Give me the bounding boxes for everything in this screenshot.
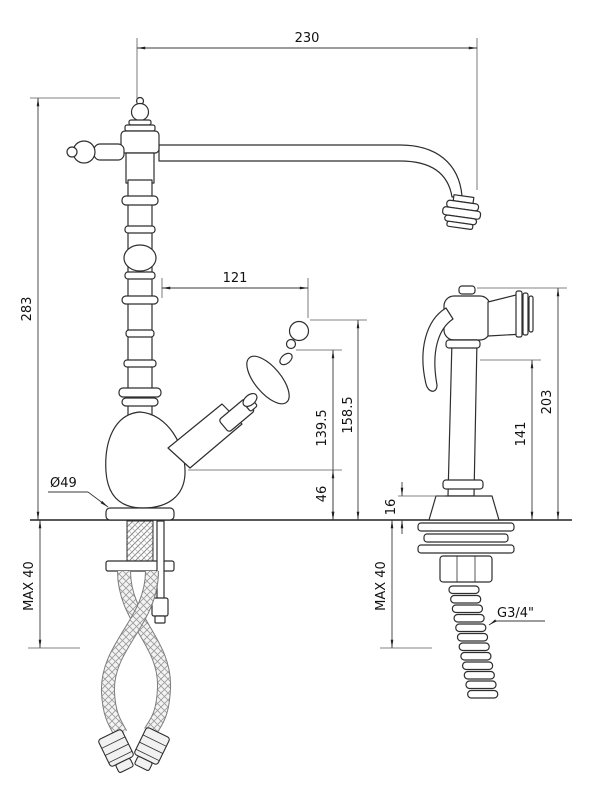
spray-top-knob — [458, 285, 476, 295]
left-arm-tip — [66, 146, 78, 158]
dimension-141: 141 — [480, 359, 541, 520]
dim-label-121: 121 — [223, 271, 248, 286]
label-base-diameter: Ø49 — [48, 476, 109, 508]
corrugated-hose — [448, 585, 499, 699]
braided-hose-left — [118, 570, 171, 736]
aerator — [441, 194, 482, 230]
dimension-158-5: 158.5 — [310, 319, 367, 520]
dim-label-230: 230 — [295, 31, 320, 46]
hose-nut-right — [134, 727, 170, 771]
spout-head-housing — [120, 130, 160, 154]
spout — [158, 144, 463, 198]
finial-collar-2 — [124, 124, 156, 132]
dimension-230: 230 — [136, 31, 478, 190]
finial-ball — [130, 102, 150, 122]
dim-label-141: 141 — [514, 422, 529, 447]
dim-label-g34: G3/4" — [497, 606, 534, 621]
spray-holder-base — [428, 495, 500, 521]
handle-ball — [288, 320, 310, 342]
spray-washer-3 — [417, 544, 515, 554]
dim-label-158-5: 158.5 — [341, 396, 356, 433]
dimension-max40-left: MAX 40 — [22, 520, 80, 649]
handle-ball-neck — [285, 338, 297, 350]
dim-label-max40-left: MAX 40 — [22, 561, 37, 611]
dimension-203: 203 — [477, 287, 567, 520]
dimension-max40-right: MAX 40 — [374, 520, 432, 649]
hose-nut-left — [98, 729, 134, 773]
left-arm — [93, 143, 125, 161]
braided-hose-right — [101, 570, 158, 738]
hand-spray-drawing — [417, 285, 534, 699]
threaded-shank — [126, 520, 154, 562]
pull-rod-end — [151, 597, 169, 617]
dimension-46: 46 — [188, 469, 342, 520]
finial-collar — [128, 119, 152, 126]
pull-rod — [156, 520, 165, 600]
dim-label-diameter-49: Ø49 — [50, 476, 77, 491]
dimension-283: 283 — [20, 97, 120, 520]
spray-column — [447, 339, 478, 497]
dimension-121: 121 — [161, 271, 309, 318]
ceramic-grip — [246, 355, 290, 405]
faucet-underdeck — [98, 520, 175, 773]
dim-label-16: 16 — [384, 499, 399, 516]
dim-label-283: 283 — [20, 297, 35, 322]
dim-label-max40-right: MAX 40 — [374, 561, 389, 611]
base-flange — [105, 507, 175, 521]
spray-washer-2 — [423, 533, 509, 543]
spray-washer-1 — [417, 522, 515, 532]
spray-trigger — [422, 307, 454, 392]
spray-mounting-nut — [439, 555, 493, 583]
column-ball — [123, 244, 157, 272]
dimension-16: 16 — [384, 482, 445, 534]
label-hose-thread: G3/4" — [488, 606, 545, 626]
faucet-body-drawing — [66, 96, 482, 521]
dim-label-139-5: 139.5 — [315, 409, 330, 446]
pull-rod-tip — [154, 615, 166, 624]
flex-hoses — [98, 570, 172, 773]
dim-label-46: 46 — [315, 486, 330, 503]
dim-label-203: 203 — [540, 390, 555, 415]
head-lower — [125, 152, 155, 184]
mixer-body — [105, 411, 186, 509]
